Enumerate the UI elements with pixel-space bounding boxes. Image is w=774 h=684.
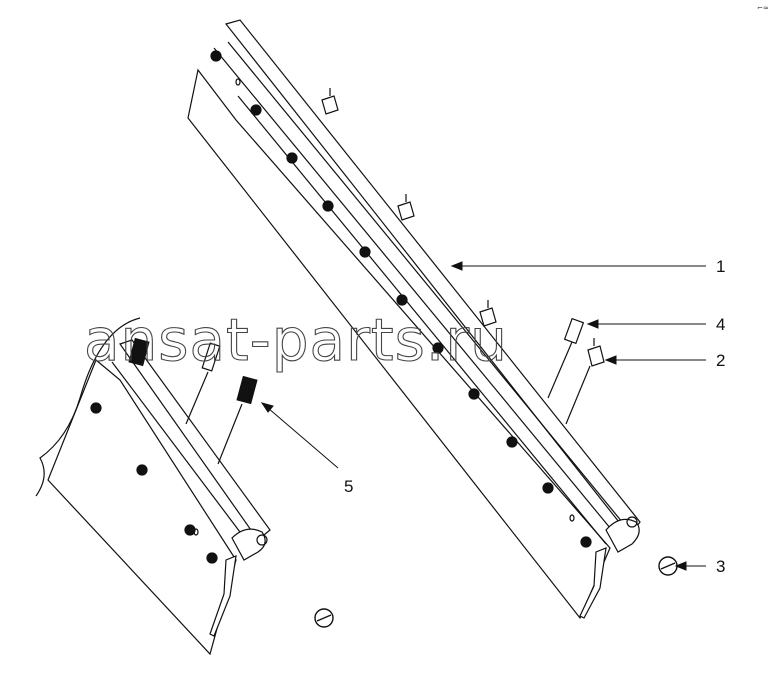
small-blade-assembly: [35, 317, 271, 656]
rail-edge-line: [227, 41, 633, 535]
small-plug: [314, 608, 334, 628]
small-rail-edge: [111, 361, 253, 549]
callout-1: 1: [716, 257, 725, 276]
end-cap-hole: [626, 516, 638, 528]
loose-fitting-4: [547, 317, 585, 399]
plate-hole: [235, 78, 241, 86]
large-blade-assembly: [187, 19, 641, 620]
callout-leaders: [260, 261, 706, 571]
watermark: ansat-parts.ru: [84, 306, 508, 374]
callout-5: 5: [344, 477, 353, 496]
small-hook: [209, 555, 237, 637]
callout-4: 4: [716, 315, 725, 334]
callout-2: 2: [716, 351, 725, 370]
small-fitting-tube: [185, 342, 243, 465]
plate-fold-line: [237, 95, 607, 545]
rail-lower-line: [213, 47, 621, 541]
plug-3: [658, 556, 678, 576]
large-hook: [579, 547, 607, 619]
large-end-cap: [605, 518, 640, 553]
nozzle-row: [210, 50, 592, 548]
small-fittings: [128, 337, 258, 405]
loose-nozzle-2: [565, 338, 605, 425]
rail-fittings: [321, 88, 497, 327]
small-top-rail: [119, 339, 271, 541]
plate-hole: [569, 514, 575, 522]
small-end-cap: [231, 528, 266, 561]
corner-mark: ⌐≈: [757, 4, 769, 12]
small-blade-plate: [47, 359, 237, 656]
callout-3: 3: [716, 557, 725, 576]
hose-line: [35, 317, 141, 497]
large-top-rail: [224, 19, 641, 537]
small-nozzle-row: [90, 402, 218, 564]
small-end-cap-hole: [256, 534, 268, 546]
